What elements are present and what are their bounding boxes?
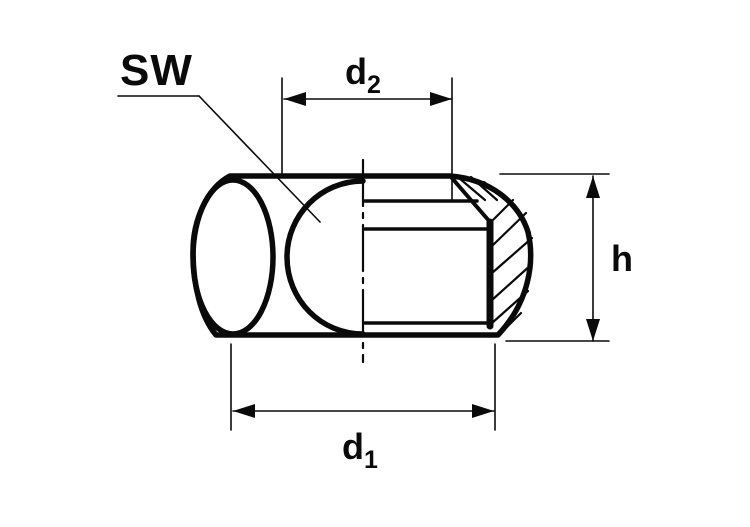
- section-internal-lines: [363, 175, 494, 330]
- hatch-stroke: [490, 262, 534, 302]
- d1-arrow-left-icon: [233, 404, 255, 418]
- d1-label: d1: [342, 426, 378, 474]
- h-arrow-up-icon: [586, 176, 600, 198]
- h-arrow-down-icon: [586, 319, 600, 341]
- linework: [117, 77, 610, 431]
- arrowheads: [233, 92, 600, 418]
- labels: SW d2 d1 h: [120, 46, 633, 474]
- dimension-d1-lines: [230, 343, 496, 431]
- d2-label-subscript: 2: [367, 71, 381, 99]
- left-flat-oval: [190, 177, 276, 337]
- sw-label: SW: [120, 46, 193, 95]
- d1-label-subscript: 1: [364, 446, 378, 474]
- hatch-stroke: [469, 175, 499, 202]
- sw-leader-line: [198, 95, 321, 223]
- hatch-stroke: [490, 211, 528, 248]
- dimension-d2-lines: [281, 77, 453, 201]
- h-label: h: [611, 238, 633, 279]
- d2-label: d2: [345, 51, 381, 99]
- d1-arrow-right-icon: [472, 404, 494, 418]
- middle-flat-arc: [284, 178, 366, 337]
- d2-arrow-right-icon: [430, 92, 452, 106]
- d2-label-main: d: [345, 51, 367, 92]
- hatch-stroke: [457, 176, 487, 202]
- thread-chamfer-line: [449, 175, 492, 224]
- hatch-stroke: [490, 236, 534, 275]
- dimension-h-lines: [499, 173, 610, 342]
- leader-sw-lines: [117, 95, 321, 223]
- section-hatching: [457, 175, 534, 336]
- hatch-stroke: [490, 198, 515, 223]
- d2-arrow-left-icon: [284, 92, 306, 106]
- hatch-stroke: [482, 180, 509, 203]
- hatch-stroke: [490, 289, 530, 325]
- d1-label-main: d: [342, 426, 364, 467]
- hatch-stroke: [498, 311, 523, 336]
